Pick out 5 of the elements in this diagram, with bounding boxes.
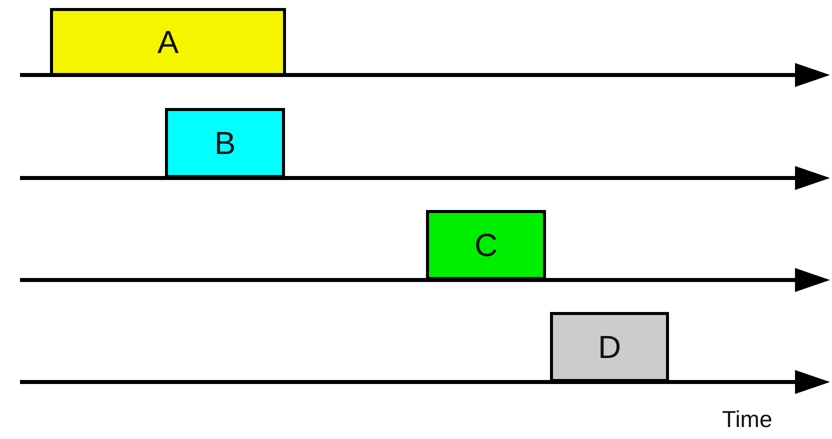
event-box: C [426, 210, 546, 280]
event-box: D [550, 312, 669, 382]
axis-label: Time [722, 406, 772, 433]
event-box: B [165, 108, 285, 178]
event-box: A [50, 8, 286, 76]
